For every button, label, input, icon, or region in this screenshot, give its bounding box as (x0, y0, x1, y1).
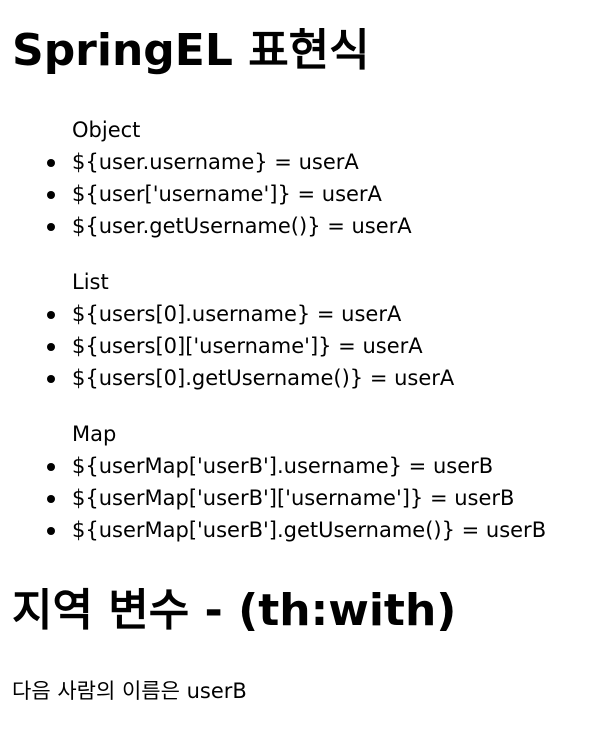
list-item: ${userMap['userB'].getUsername()} = user… (0, 514, 616, 546)
list-item-text: ${user['username']} = userA (72, 182, 382, 206)
list-item-text: ${users[0].getUsername()} = userA (72, 366, 455, 390)
list-item: ${userMap['userB'].username} = userB (0, 450, 616, 482)
list-item-text: ${user.username} = userA (72, 150, 359, 174)
list-item: ${users[0].username} = userA (0, 298, 616, 330)
bullet-icon (47, 527, 55, 535)
bullet-icon (47, 343, 55, 351)
list-item-text: ${user.getUsername()} = userA (72, 214, 412, 238)
bullet-icon (47, 463, 55, 471)
object-expression-list: ${user.username} = userA ${user['usernam… (0, 146, 616, 242)
list-expression-list: ${users[0].username} = userA ${users[0][… (0, 298, 616, 394)
page-title-local-variable: 지역 변수 - (th:with) (12, 585, 457, 636)
map-expression-list: ${userMap['userB'].username} = userB ${u… (0, 450, 616, 546)
local-variable-text: 다음 사람의 이름은 userB (12, 679, 247, 703)
list-item: ${users[0].getUsername()} = userA (0, 362, 616, 394)
bullet-icon (47, 495, 55, 503)
section-label-map: Map (72, 422, 117, 446)
bullet-icon (47, 159, 55, 167)
list-item-text: ${userMap['userB'].username} = userB (72, 454, 494, 478)
bullet-icon (47, 375, 55, 383)
section-label-object: Object (72, 118, 141, 142)
list-item-text: ${users[0].username} = userA (72, 302, 402, 326)
list-item: ${userMap['userB']['username']} = userB (0, 482, 616, 514)
list-item: ${user.getUsername()} = userA (0, 210, 616, 242)
list-item: ${user.username} = userA (0, 146, 616, 178)
list-item-text: ${users[0]['username']} = userA (72, 334, 423, 358)
list-item-text: ${userMap['userB']['username']} = userB (72, 486, 515, 510)
list-item: ${users[0]['username']} = userA (0, 330, 616, 362)
bullet-icon (47, 311, 55, 319)
bullet-icon (47, 191, 55, 199)
list-item: ${user['username']} = userA (0, 178, 616, 210)
section-label-list: List (72, 270, 109, 294)
bullet-icon (47, 223, 55, 231)
list-item-text: ${userMap['userB'].getUsername()} = user… (72, 518, 547, 542)
page-title-springel: SpringEL 표현식 (12, 25, 370, 76)
